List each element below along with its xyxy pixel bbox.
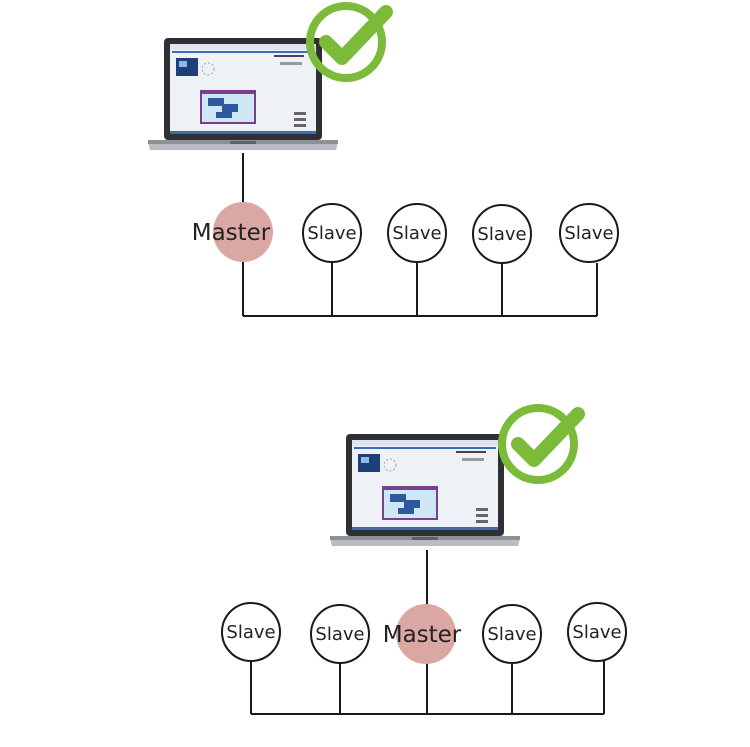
master-node: Master xyxy=(383,604,462,664)
slave-node: Slave xyxy=(387,203,447,263)
bus-lines-bottom xyxy=(250,550,605,715)
slave-node: Slave xyxy=(310,604,370,664)
diagram-top: Master Slave Slave Slave Slave xyxy=(147,6,619,317)
slave-label: Slave xyxy=(572,622,621,643)
slave-label: Slave xyxy=(487,624,536,645)
diagram-bottom: Slave Slave Master Slave Slave xyxy=(221,408,627,715)
slave-node: Slave xyxy=(559,203,619,263)
slave-node: Slave xyxy=(567,602,627,662)
slave-label: Slave xyxy=(307,223,356,244)
slave-node: Slave xyxy=(482,604,542,664)
master-node: Master xyxy=(192,202,273,262)
laptop-icon xyxy=(329,433,521,547)
slave-label: Slave xyxy=(564,223,613,244)
bus-lines-top xyxy=(242,153,598,317)
slave-label: Slave xyxy=(392,223,441,244)
checkmark-icon xyxy=(310,6,386,78)
slave-label: Slave xyxy=(477,224,526,245)
slave-label: Slave xyxy=(315,624,364,645)
checkmark-icon xyxy=(502,408,578,480)
slave-label: Slave xyxy=(226,622,275,643)
master-label: Master xyxy=(383,622,462,648)
master-label: Master xyxy=(192,220,271,246)
slave-node: Slave xyxy=(221,602,281,662)
slave-node: Slave xyxy=(472,204,532,264)
slave-node: Slave xyxy=(302,203,362,263)
